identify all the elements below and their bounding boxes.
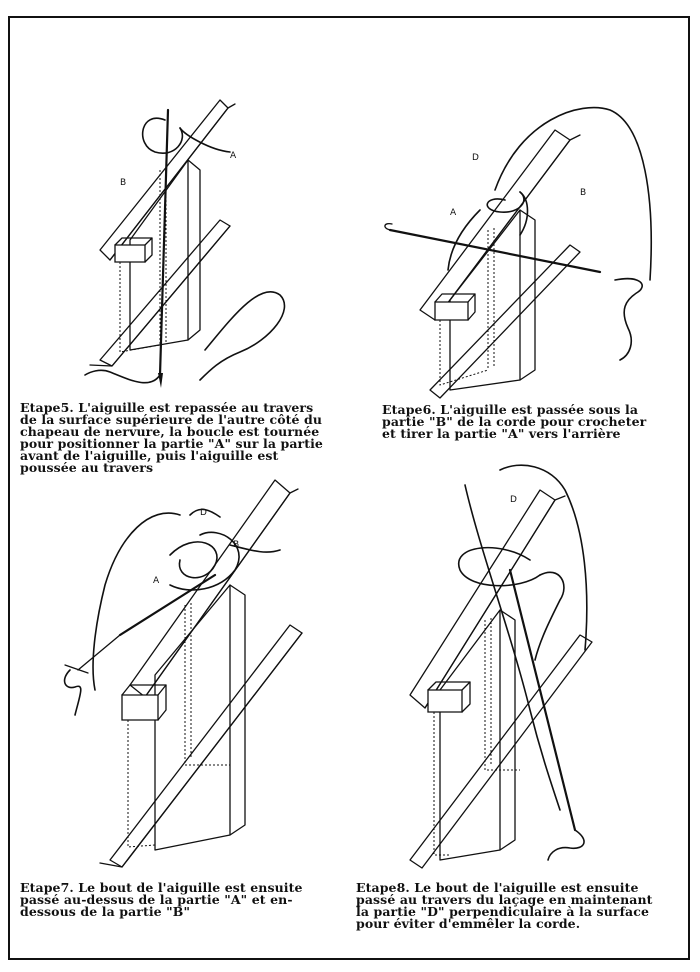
illustration-etape7: D B A [50, 475, 350, 875]
label-a: A [450, 208, 457, 218]
caption-etape8: Etape8. Le bout de l'aiguille est ensuit… [356, 880, 653, 931]
label-b: B [580, 188, 586, 198]
illustration-etape8: D [390, 450, 680, 870]
caption-etape5: Etape5. L'aiguille est repassée au trave… [20, 400, 323, 475]
label-a: A [230, 151, 237, 161]
label-d: D [200, 508, 207, 518]
label-d: D [472, 153, 479, 163]
caption-etape6: Etape6. L'aiguille est passée sous la pa… [382, 402, 647, 441]
label-b: B [233, 540, 239, 550]
illustration-etape6: D B A [380, 80, 680, 400]
illustration-etape5: A B [70, 90, 320, 400]
page-frame [8, 16, 690, 960]
label-a: A [153, 576, 160, 586]
label-b: B [120, 178, 126, 188]
label-d: D [510, 495, 517, 505]
caption-etape7: Etape7. Le bout de l'aiguille est ensuit… [20, 880, 303, 919]
